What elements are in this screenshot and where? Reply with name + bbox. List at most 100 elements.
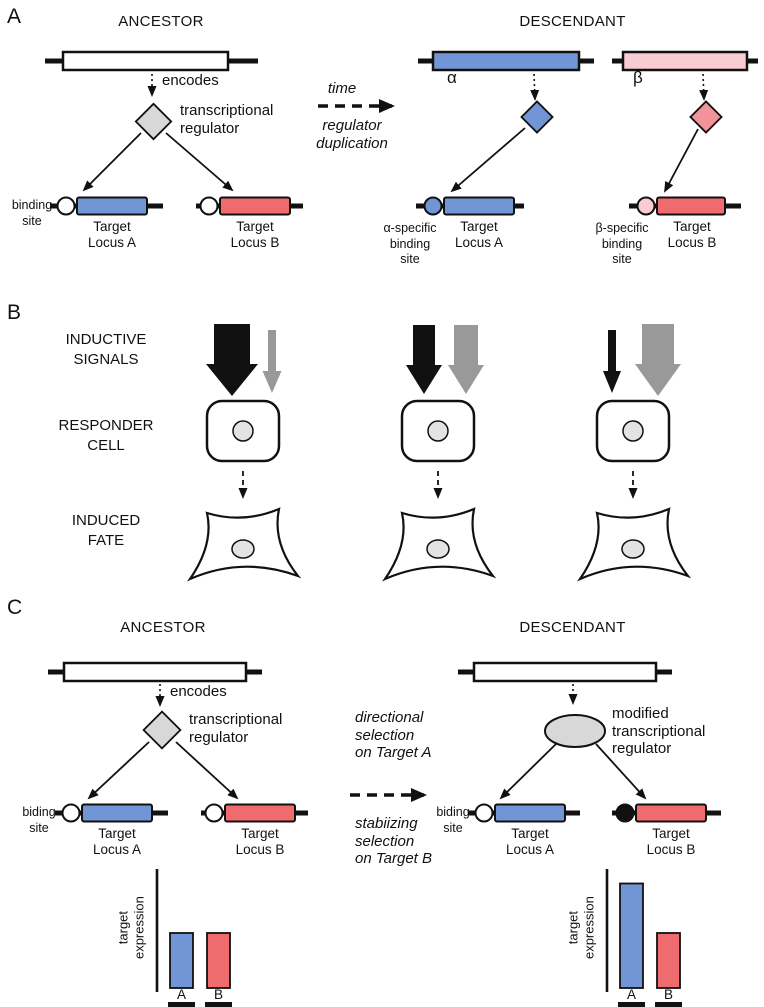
beta-regulation-arrow bbox=[664, 128, 699, 193]
ancestor-expression-bars bbox=[169, 932, 231, 989]
target-locus-b-label: Target Locus B bbox=[667, 219, 717, 250]
beta-binding-site-label: β-specific binding site bbox=[595, 221, 649, 267]
panel-a-label: A bbox=[7, 5, 22, 28]
target-locus-b-label: Target Locus B bbox=[235, 826, 285, 857]
alpha-encodes-arrow bbox=[530, 73, 540, 101]
panel-b-label: B bbox=[7, 301, 22, 324]
beta-target-locus-b-box bbox=[656, 196, 726, 216]
target-locus-a-box bbox=[81, 803, 153, 823]
expression-bar-A bbox=[169, 932, 194, 989]
target-locus-a-label: Target Locus A bbox=[505, 826, 555, 857]
time-label: time bbox=[327, 80, 357, 97]
regulation-arrow-left bbox=[499, 743, 557, 800]
encodes-label: encodes bbox=[170, 683, 227, 700]
axis-mark-b bbox=[205, 1002, 232, 1007]
bar-label-a: A bbox=[626, 987, 636, 1002]
bar-label-b: B bbox=[213, 987, 223, 1002]
beta-encodes-arrow bbox=[699, 73, 709, 101]
black-signal-arrow-weak bbox=[603, 330, 621, 393]
alpha-target-locus-a-box bbox=[443, 196, 515, 216]
stabilizing-selection-label: stabiizing selection on Target B bbox=[355, 815, 432, 868]
target-locus-b-label: Target Locus B bbox=[646, 826, 696, 857]
target-locus-b-box bbox=[224, 803, 296, 823]
target-locus-b-box bbox=[219, 196, 291, 216]
beta-regulator-diamond bbox=[689, 100, 723, 134]
panel-c-label: C bbox=[7, 596, 23, 619]
inductive-signals-label: INDUCTIVE SIGNALS bbox=[65, 331, 147, 368]
panel-c-graphics bbox=[48, 661, 721, 1007]
binding-site-circle bbox=[56, 196, 76, 216]
ancestor-gene-box bbox=[61, 50, 230, 72]
bar-label-a: A bbox=[176, 987, 186, 1002]
regulation-arrow-left bbox=[87, 741, 150, 800]
alpha-regulator-diamond bbox=[520, 100, 554, 134]
target-locus-a-label: Target Locus A bbox=[92, 826, 142, 857]
expression-bar-B bbox=[206, 932, 231, 989]
alpha-binding-site-label: α-specific binding site bbox=[383, 221, 437, 267]
descendant-gene-box bbox=[472, 661, 658, 683]
gray-signal-arrow-strong bbox=[635, 324, 681, 396]
target-locus-a-box bbox=[76, 196, 148, 216]
gray-signal-arrow-medium bbox=[448, 325, 484, 394]
binding-site-label: biding site bbox=[436, 805, 470, 835]
nucleus bbox=[231, 539, 255, 559]
ancestor-title: ANCESTOR bbox=[120, 619, 206, 636]
regulator-label: transcriptional regulator bbox=[189, 711, 283, 746]
descendant-title: DESCENDANT bbox=[519, 619, 626, 636]
target-locus-a-label: Target Locus A bbox=[454, 219, 504, 250]
modified-regulator-label: modified transcriptional regulator bbox=[612, 705, 706, 758]
black-signal-arrow-strong bbox=[206, 324, 258, 396]
regulator-diamond bbox=[134, 102, 173, 141]
regulator-label: transcriptional regulator bbox=[180, 102, 274, 137]
target-locus-b-label: Target Locus B bbox=[230, 219, 280, 250]
ancestor-chart-ylabel: target expression bbox=[115, 896, 146, 960]
regulation-arrow-right bbox=[165, 132, 234, 192]
beta-binding-site-circle bbox=[636, 196, 656, 216]
axis-mark-b bbox=[655, 1002, 682, 1007]
regulation-arrow-right bbox=[175, 741, 239, 800]
nucleus bbox=[622, 420, 644, 442]
ancestor-gene-box bbox=[62, 661, 248, 683]
regulation-arrow-left bbox=[82, 132, 142, 192]
expression-bar-B bbox=[656, 932, 681, 989]
expression-bar-A bbox=[619, 882, 644, 989]
target-locus-b-box bbox=[635, 803, 707, 823]
panel-a-graphics bbox=[45, 50, 758, 216]
alpha-regulation-arrow bbox=[450, 127, 526, 193]
nucleus bbox=[621, 539, 645, 559]
axis-mark-a bbox=[168, 1002, 195, 1007]
regulator-diamond bbox=[142, 710, 182, 750]
binding-site-label: binding site bbox=[11, 198, 53, 228]
ancestor-title: ANCESTOR bbox=[118, 13, 204, 30]
directional-selection-label: directional selection on Target A bbox=[355, 709, 432, 762]
binding-site-circle bbox=[474, 803, 494, 823]
descendant-chart-ylabel: target expression bbox=[565, 896, 596, 960]
binding-site-circle bbox=[61, 803, 81, 823]
alpha-gene-label: α bbox=[447, 68, 457, 87]
bar-label-b: B bbox=[663, 987, 673, 1002]
panel-b-graphics bbox=[186, 324, 692, 582]
black-signal-arrow-medium bbox=[406, 325, 442, 394]
binding-site-circle bbox=[199, 196, 219, 216]
modified-regulator-ellipse bbox=[544, 714, 606, 748]
target-locus-a-label: Target Locus A bbox=[87, 219, 137, 250]
mutated-binding-site-circle bbox=[615, 803, 635, 823]
nucleus bbox=[426, 539, 450, 559]
binding-site-label: biding site bbox=[22, 805, 56, 835]
nucleus bbox=[427, 420, 449, 442]
alpha-gene-box bbox=[431, 50, 581, 72]
responder-cell-label: RESPONDER CELL bbox=[58, 417, 154, 454]
beta-gene-box bbox=[621, 50, 749, 72]
descendant-expression-bars bbox=[619, 882, 681, 989]
axis-mark-a bbox=[618, 1002, 645, 1007]
target-locus-a-box bbox=[494, 803, 566, 823]
gray-signal-arrow-weak bbox=[262, 330, 282, 393]
beta-gene-label: β bbox=[633, 68, 643, 87]
descendant-title: DESCENDANT bbox=[519, 13, 626, 30]
alpha-binding-site-circle bbox=[423, 196, 443, 216]
encodes-label: encodes bbox=[162, 72, 219, 89]
nucleus bbox=[232, 420, 254, 442]
induced-fate-label: INDUCED FATE bbox=[71, 512, 141, 549]
